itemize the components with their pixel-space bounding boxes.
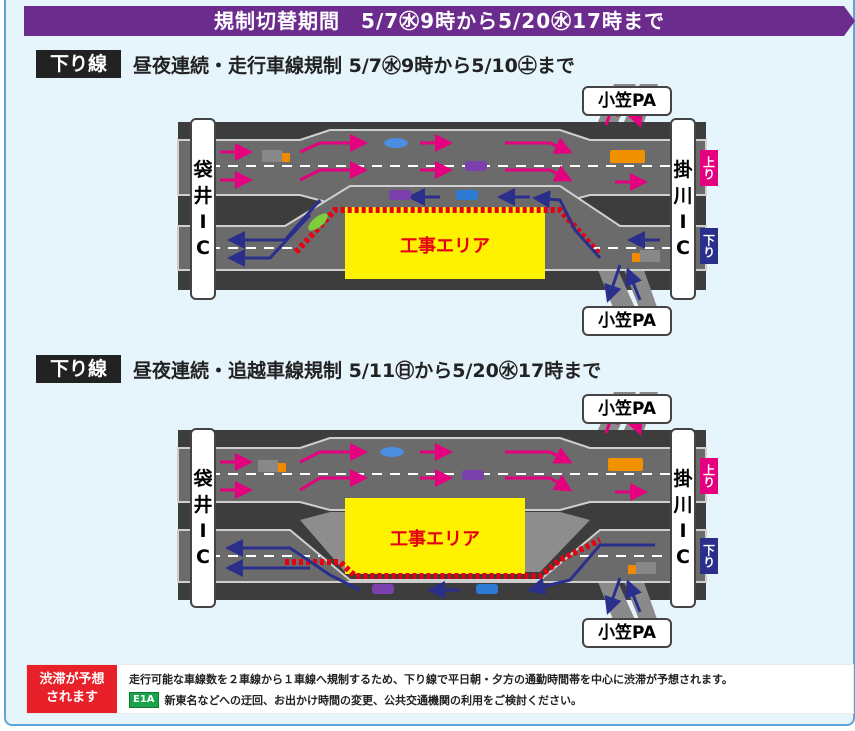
right-ic-char: I: [679, 520, 687, 542]
section1-direction-tag: 下り線: [36, 50, 122, 78]
left-ic-char: 袋: [193, 159, 213, 181]
period-banner-text: 規制切替期間 5/7㊌9時から5/20㊌17時まで: [214, 9, 665, 33]
work-area-label-2: 工事エリア: [390, 528, 480, 550]
left-ic-char: C: [196, 237, 210, 259]
period-banner: 規制切替期間 5/7㊌9時から5/20㊌17時まで: [24, 6, 855, 36]
work-area-1: [345, 207, 545, 279]
congestion-badge-line: されます: [45, 690, 98, 705]
right-ic-char: C: [676, 546, 690, 568]
down-tag-1: 下り: [700, 228, 718, 264]
left-ic-char: 井: [193, 494, 213, 516]
congestion-note: 渋滞が予想 されます 走行可能な車線数を２車線から１車線へ規制するため、下り線で…: [26, 664, 854, 714]
left-ic-char: C: [196, 546, 210, 568]
up-tag-1: 上り: [700, 150, 718, 186]
pa-label-bottom-2: 小笠PA: [582, 618, 672, 648]
cone-line-1: [293, 207, 603, 257]
left-ic-char: I: [199, 520, 207, 542]
left-ic-char: 井: [193, 185, 213, 207]
section1-title: 昼夜連続・走行車線規制 5/7㊌9時から5/10㊏まで: [133, 54, 575, 77]
e1a-route-badge: E1A: [129, 692, 159, 708]
right-ic-char: 掛: [673, 159, 693, 181]
section2-direction-tag: 下り線: [36, 355, 122, 383]
section2-heading: 下り線 昼夜連続・追越車線規制 5/11㊐から5/20㊌17時まで: [36, 355, 601, 383]
note-text-line1: 走行可能な車線数を２車線から１車線へ規制するため、下り線で平日朝・夕方の通勤時間…: [129, 673, 733, 686]
congestion-badge: 渋滞が予想 されます: [27, 665, 117, 713]
info-panel: [4, 0, 855, 726]
right-ic-char: 掛: [673, 468, 693, 490]
note-text-line2: E1A 新東名などへの迂回、お出かけ時間の変更、公共交通機関の利用をご検討くださ…: [129, 692, 582, 708]
down-tag-2: 下り: [700, 538, 718, 574]
left-ic-char: I: [199, 211, 207, 233]
section1-heading: 下り線 昼夜連続・走行車線規制 5/7㊌9時から5/10㊏まで: [36, 50, 575, 78]
left-ic-box-1: 袋 井 I C: [190, 118, 216, 300]
pa-label-bottom-1: 小笠PA: [582, 306, 672, 336]
right-ic-box-2: 掛 川 I C: [670, 428, 696, 608]
left-ic-box-2: 袋 井 I C: [190, 428, 216, 608]
pa-label-top-2: 小笠PA: [582, 394, 672, 424]
left-ic-char: 袋: [193, 468, 213, 490]
note-text-line2-body: 新東名などへの迂回、お出かけ時間の変更、公共交通機関の利用をご検討ください。: [164, 694, 582, 707]
vehicles-1: [262, 138, 660, 262]
cone-line-2: [285, 537, 602, 579]
work-area-2: [345, 498, 525, 574]
section2-title: 昼夜連続・追越車線規制 5/11㊐から5/20㊌17時まで: [133, 359, 602, 382]
right-ic-char: C: [676, 237, 690, 259]
right-ic-char: I: [679, 211, 687, 233]
up-tag-2: 上り: [700, 458, 718, 494]
work-area-label-1: 工事エリア: [400, 235, 490, 257]
vehicles-2: [258, 447, 656, 594]
congestion-badge-line: 渋滞が予想: [39, 672, 105, 687]
right-ic-char: 川: [673, 185, 693, 207]
right-ic-char: 川: [673, 494, 693, 516]
pa-label-top-1: 小笠PA: [582, 86, 672, 116]
right-ic-box-1: 掛 川 I C: [670, 118, 696, 300]
